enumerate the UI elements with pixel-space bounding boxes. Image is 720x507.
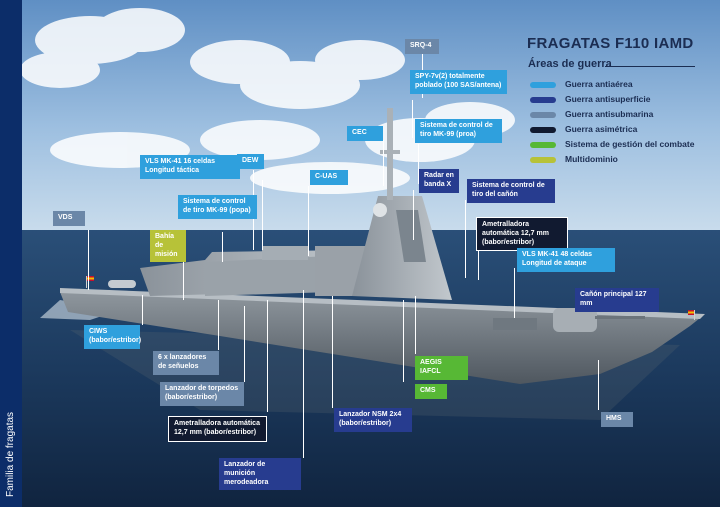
leader-line — [88, 230, 89, 290]
page-title: FRAGATAS F110 IAMD — [527, 35, 694, 52]
label-ametralladora-popa: Ametralladora automática 12,7 mm (babor/… — [168, 416, 267, 442]
leader-line — [303, 290, 304, 458]
label-mk99-proa: Sistema de control de tiro MK-99 (proa) — [415, 119, 502, 143]
gun-barrel — [595, 316, 645, 319]
leader-line — [267, 300, 268, 412]
radar-face — [396, 210, 426, 262]
leader-line — [514, 268, 515, 318]
legend-swatch — [530, 142, 556, 148]
legend-swatch — [530, 127, 556, 133]
label-ametralladora-proa: Ametralladora automática 12,7 mm (babor/… — [476, 217, 568, 252]
helicopter — [108, 280, 136, 288]
vls-hatches — [493, 318, 537, 330]
flag-bow-band — [688, 311, 694, 314]
label-ciws: CIWS (babor/estribor) — [84, 325, 141, 349]
hull-deck-edge — [60, 288, 705, 319]
sidebar: Familia de fragatas — [0, 0, 22, 507]
legend-swatch — [530, 112, 556, 118]
legend-title: Áreas de guerra — [528, 58, 612, 70]
label-nsm: Lanzador NSM 2x4 (babor/estribor) — [334, 408, 412, 432]
leader-line — [244, 306, 245, 382]
label-vls16: VLS MK-41 16 celdas Longitud táctica — [140, 155, 240, 179]
leader-line — [222, 232, 223, 262]
label-control-canon: Sistema de control de tiro del cañón — [467, 179, 555, 203]
leader-line — [403, 300, 404, 382]
label-senuelos: 6 x lanzadores de señuelos — [153, 351, 219, 375]
label-dew: DEW — [237, 154, 264, 169]
leader-line — [598, 360, 599, 410]
funnel — [262, 246, 308, 260]
sidebar-text: Familia de fragatas — [5, 411, 16, 497]
legend-label: Guerra antisubmarina — [565, 109, 654, 119]
leader-line — [412, 100, 413, 138]
leader-line — [418, 144, 419, 184]
legend-label: Sistema de gestión del combate — [565, 139, 695, 149]
leader-line — [478, 244, 479, 280]
label-cms: CMS — [415, 384, 447, 399]
label-radar-x: Radar en banda X — [419, 169, 459, 193]
legend-swatch — [530, 82, 556, 88]
label-torpedos: Lanzador de torpedos (babor/estribor) — [160, 382, 244, 406]
legend-item-aerea: Guerra antiaérea — [530, 78, 720, 93]
leader-line — [413, 190, 414, 240]
leader-line — [383, 140, 384, 186]
label-cuas: C-UAS — [310, 170, 348, 185]
gun-mount — [553, 308, 597, 332]
label-srq4: SRQ-4 — [405, 39, 439, 54]
legend-item-asimetrica: Guerra asimétrica — [530, 123, 720, 138]
flag-aft-band — [87, 277, 94, 280]
label-vls48: VLS MK-41 48 celdas Longitud de ataque — [517, 248, 615, 272]
leader-line — [308, 186, 309, 256]
legend-item-superficie: Guerra antisuperficie — [530, 93, 720, 108]
label-mk99-popa: Sistema de control de tiro MK-99 (popa) — [178, 195, 257, 219]
legend-item-multidominio: Multidominio — [530, 153, 720, 168]
label-vds: VDS — [53, 211, 85, 226]
label-spy7: SPY-7v(2) totalmente poblado (100 SAS/an… — [410, 70, 507, 94]
label-hms: HMS — [601, 412, 633, 427]
legend-label: Guerra antisuperficie — [565, 94, 651, 104]
flagpole-bow — [694, 310, 695, 320]
label-canon: Cañón principal 127 mm — [575, 288, 659, 312]
leader-line — [465, 200, 466, 278]
legend-swatch — [530, 97, 556, 103]
leader-line — [218, 300, 219, 350]
leader-line — [415, 296, 416, 354]
legend-item-gestion: Sistema de gestión del combate — [530, 138, 720, 153]
legend-label: Guerra antiaérea — [565, 79, 633, 89]
ship-hull — [60, 292, 700, 384]
legend-item-submarina: Guerra antisubmarina — [530, 108, 720, 123]
legend-swatch — [530, 157, 556, 163]
legend-label: Multidominio — [565, 154, 618, 164]
mast-yard — [380, 150, 400, 154]
legend-title-rule — [605, 66, 695, 67]
label-aegis: AEGIS IAFCL — [415, 356, 468, 380]
label-bahia: Bahía de misión — [150, 230, 186, 263]
forward-dome — [373, 203, 387, 217]
leader-line — [332, 296, 333, 408]
legend-label: Guerra asimétrica — [565, 124, 638, 134]
leader-line — [262, 180, 263, 250]
leader-line — [142, 295, 143, 325]
flagpole-aft — [86, 276, 87, 288]
mid-deckhouse — [205, 256, 332, 296]
leader-line — [183, 252, 184, 300]
legend: Guerra antiaérea Guerra antisuperficie G… — [530, 78, 720, 168]
label-municion: Lanzador de munición merodeadora — [219, 458, 301, 491]
label-cec: CEC — [347, 126, 383, 141]
